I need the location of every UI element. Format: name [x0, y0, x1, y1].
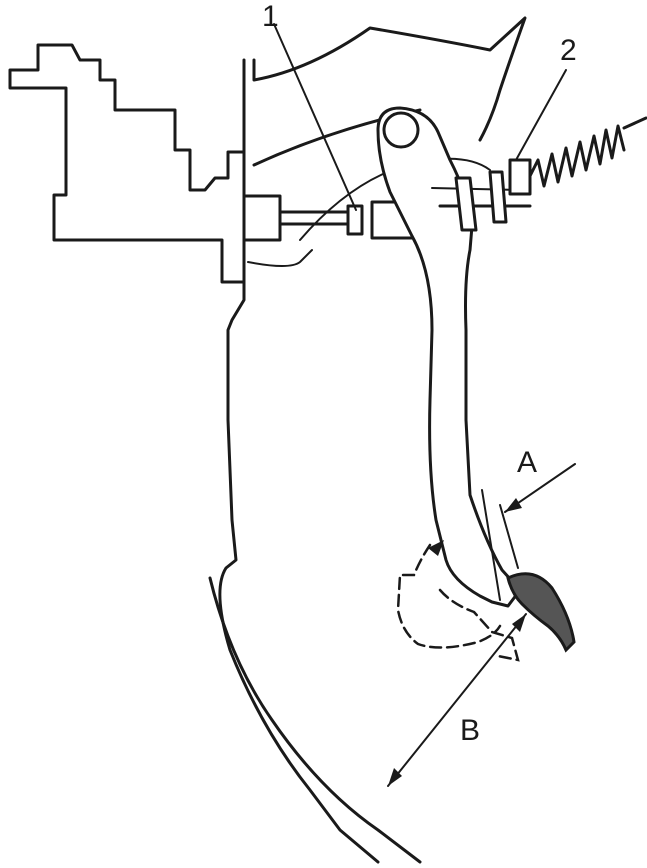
callout-2-label: 2 [560, 34, 577, 67]
switch-rod-2 [431, 187, 521, 191]
depressed-pad-outline [438, 588, 520, 662]
pedal-pad [506, 572, 576, 653]
bulkhead-panel [218, 58, 380, 864]
depressed-pedal-outline [396, 543, 502, 649]
callout-1-leader [273, 23, 357, 211]
bracket-outline [247, 249, 313, 267]
callout-2-leader [515, 69, 567, 161]
travel-arrowhead [428, 540, 444, 556]
pushrod-mount [242, 194, 282, 242]
return-spring [528, 124, 626, 188]
spring-end [622, 116, 647, 130]
dimension-b-label: B [460, 714, 480, 747]
master-cylinder [8, 43, 246, 284]
stop-plate [454, 176, 478, 232]
dimension-b-arrowhead-bottom [388, 768, 402, 786]
dimension-a-arrowhead [505, 498, 522, 512]
pedal-bracket [252, 16, 527, 142]
pedal-arm [376, 106, 522, 608]
pivot-bushing [382, 111, 420, 149]
dimension-b-line [387, 613, 527, 787]
dimension-b-arrowhead-top [512, 614, 526, 632]
adjuster-nut [508, 158, 532, 196]
dimension-a-extension-2 [499, 504, 519, 569]
stop-plate-2 [488, 170, 508, 224]
callout-1-label: 1 [262, 0, 279, 33]
dimension-a-extension-1 [481, 489, 501, 601]
dimension-a-label: A [517, 446, 537, 479]
floor-panel [208, 576, 422, 864]
